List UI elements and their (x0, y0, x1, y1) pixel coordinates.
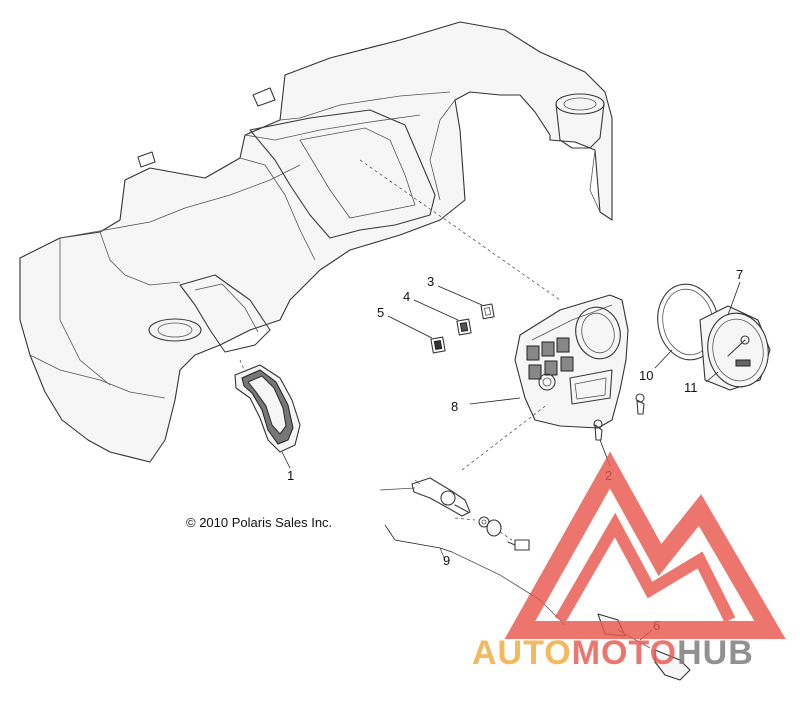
watermark-text-auto: AUTO (472, 634, 572, 672)
callout-8: 8 (451, 399, 458, 414)
watermark-text-moto: MOTO (572, 634, 677, 672)
copyright-notice: © 2010 Polaris Sales Inc. (186, 515, 332, 530)
dashboard-body (19, 21, 613, 463)
part-11-speedometer (699, 281, 771, 391)
part-9-power-outlet-assembly (379, 403, 566, 626)
part-3-switch (437, 285, 495, 320)
assembly-dashed-line-panel (359, 159, 561, 301)
watermark-text-hub: HUB (677, 634, 754, 672)
assembly-dashed-line-grip (239, 359, 246, 373)
watermark-logo: AUTOMOTOHUB (472, 451, 786, 672)
part-5-switch (387, 315, 446, 354)
callout-1: 1 (287, 468, 294, 483)
callout-labels: 1 2 3 4 5 6 7 8 9 10 11 (287, 267, 743, 633)
callout-7: 7 (736, 267, 743, 282)
callout-5: 5 (377, 305, 384, 320)
part-2-screw (593, 393, 645, 467)
watermark-triangle-mark (504, 451, 786, 639)
callout-11: 11 (684, 380, 698, 395)
callout-10: 10 (639, 368, 653, 383)
part-1-grip-panel (234, 364, 301, 469)
callout-4: 4 (403, 289, 410, 304)
part-8-instrument-panel (469, 294, 629, 429)
part-4-switch (413, 299, 472, 336)
watermark-brand-text: AUTOMOTOHUB (472, 634, 754, 672)
callout-3: 3 (427, 274, 434, 289)
callout-9: 9 (443, 553, 450, 568)
